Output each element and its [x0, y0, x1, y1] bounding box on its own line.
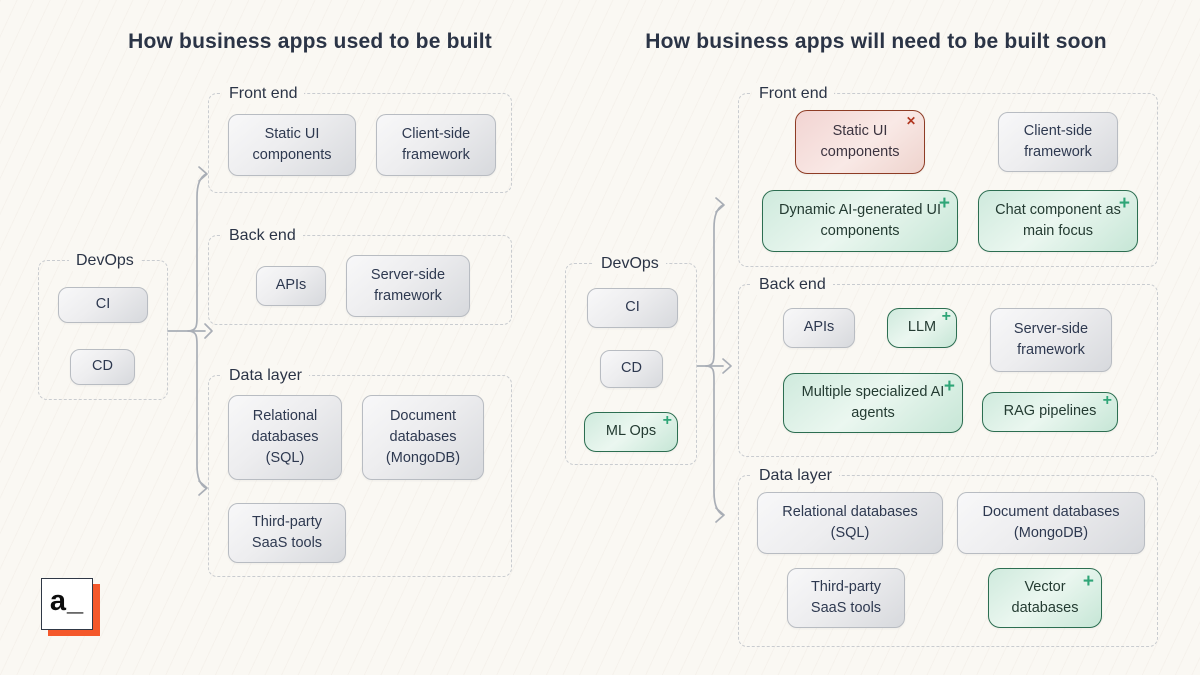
right-server-side-box: Server-side framework	[990, 308, 1112, 372]
box-label: Server-side framework	[370, 266, 446, 304]
added-plus-icon: +	[943, 376, 955, 397]
left-backend-section: Back end	[208, 225, 512, 325]
box-label: Server-side framework	[1013, 320, 1089, 358]
right-apis-box: APIs	[783, 308, 855, 348]
box-label: Dynamic AI-generated UI components	[779, 201, 941, 239]
right-document-db-box: Document databases (MongoDB)	[957, 492, 1145, 554]
left-devops-section: DevOps	[38, 250, 168, 400]
box-label: RAG pipelines	[1003, 403, 1097, 420]
right-title: How business apps will need to be built …	[645, 30, 1107, 53]
right-relational-db-box: Relational databases (SQL)	[757, 492, 943, 554]
box-label: CI	[625, 299, 640, 316]
box-label: LLM	[907, 319, 937, 336]
right-dynamic-ui-box: Dynamic AI-generated UI components +	[762, 190, 958, 252]
right-devops-mlops-box: ML Ops +	[584, 412, 678, 452]
box-label: CD	[92, 358, 113, 375]
box-label: Chat component as main focus	[995, 201, 1121, 239]
right-frontend-section: Front end	[738, 83, 1158, 267]
brand-logo: a_	[41, 578, 93, 630]
right-rag-pipelines-box: RAG pipelines +	[982, 392, 1118, 432]
box-label: Multiple specialized AI agents	[801, 383, 945, 421]
left-datalayer-label: Data layer	[222, 365, 309, 386]
added-plus-icon: +	[1118, 193, 1130, 214]
brand-logo-text: a_	[49, 584, 85, 617]
box-label: Vector databases	[1011, 578, 1079, 616]
box-label: APIs	[803, 319, 835, 336]
left-devops-ci-box: CI	[58, 287, 148, 323]
right-ai-agents-box: Multiple specialized AI agents +	[783, 373, 963, 433]
branch-arrow-right	[696, 197, 732, 523]
left-title: How business apps used to be built	[128, 30, 492, 53]
right-static-ui-box: Static UI components ✕	[795, 110, 925, 174]
left-backend-label: Back end	[222, 225, 303, 246]
left-server-side-box: Server-side framework	[346, 255, 470, 317]
box-label: Relational databases (SQL)	[251, 407, 319, 466]
branch-arrow-left	[167, 166, 213, 496]
right-client-side-box: Client-side framework	[998, 112, 1118, 172]
box-label: CI	[95, 296, 111, 313]
right-datalayer-label: Data layer	[752, 465, 839, 486]
box-label: Client-side framework	[401, 125, 471, 163]
left-frontend-section: Front end	[208, 83, 512, 193]
right-backend-label: Back end	[752, 274, 833, 295]
box-label: ML Ops	[605, 423, 657, 440]
added-plus-icon: +	[662, 412, 672, 429]
box-label: CD	[621, 360, 642, 377]
right-devops-ci-box: CI	[587, 288, 678, 328]
box-label: Client-side framework	[1023, 122, 1093, 160]
left-frontend-label: Front end	[222, 83, 305, 104]
right-devops-label: DevOps	[594, 253, 666, 274]
left-datalayer-section: Data layer	[208, 365, 512, 577]
added-plus-icon: +	[938, 193, 950, 214]
left-devops-cd-box: CD	[70, 349, 135, 385]
left-document-db-box: Document databases (MongoDB)	[362, 395, 484, 480]
right-vector-db-box: Vector databases +	[988, 568, 1102, 628]
added-plus-icon: +	[941, 308, 951, 325]
right-backend-section: Back end	[738, 274, 1158, 457]
left-client-side-box: Client-side framework	[376, 114, 496, 176]
box-label: Third-party SaaS tools	[251, 513, 323, 551]
right-llm-box: LLM +	[887, 308, 957, 348]
box-label: Document databases (MongoDB)	[982, 503, 1120, 541]
removed-x-icon: ✕	[905, 114, 916, 128]
left-relational-db-box: Relational databases (SQL)	[228, 395, 342, 480]
added-plus-icon: +	[1102, 392, 1112, 409]
box-label: APIs	[275, 277, 307, 294]
right-chat-component-box: Chat component as main focus +	[978, 190, 1138, 252]
right-devops-cd-box: CD	[600, 350, 663, 388]
right-datalayer-section: Data layer	[738, 465, 1158, 647]
added-plus-icon: +	[1082, 571, 1094, 592]
right-devops-section: DevOps	[565, 253, 697, 465]
box-label: Third-party SaaS tools	[810, 578, 882, 616]
left-apis-box: APIs	[256, 266, 326, 306]
box-label: Static UI components	[820, 122, 900, 160]
left-devops-label: DevOps	[69, 250, 141, 271]
right-third-party-box: Third-party SaaS tools	[787, 568, 905, 628]
left-static-ui-box: Static UI components	[228, 114, 356, 176]
box-label: Relational databases (SQL)	[782, 503, 918, 541]
right-frontend-label: Front end	[752, 83, 835, 104]
box-label: Document databases (MongoDB)	[385, 407, 461, 466]
left-third-party-box: Third-party SaaS tools	[228, 503, 346, 563]
box-label: Static UI components	[252, 125, 332, 163]
